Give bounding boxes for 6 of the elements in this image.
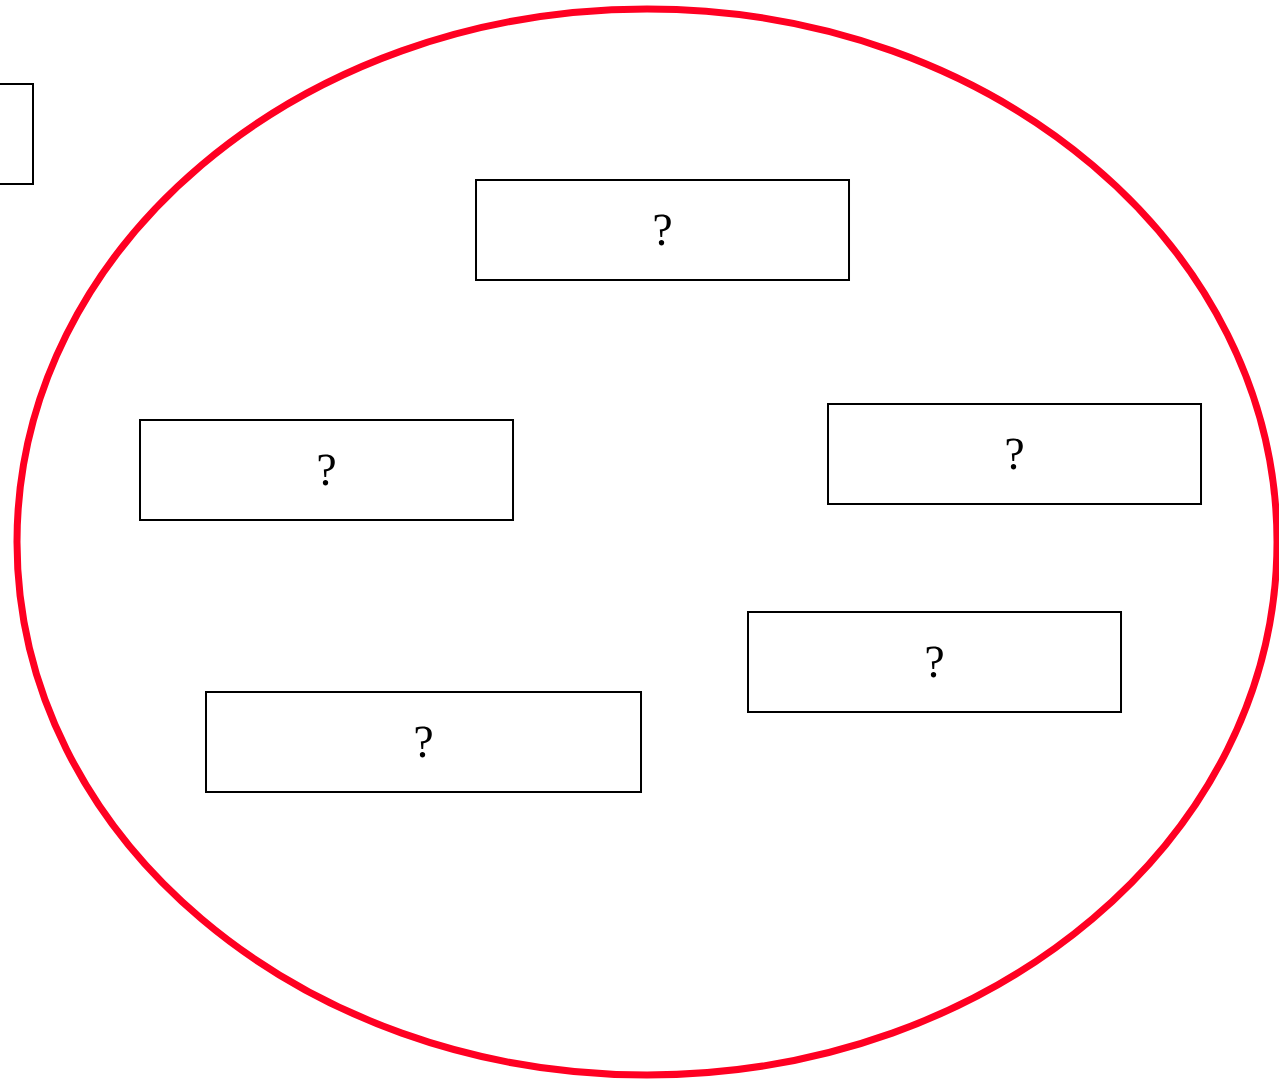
question-box: ?: [205, 691, 642, 793]
empty-box: [0, 83, 34, 185]
question-box: ?: [827, 403, 1202, 505]
question-box: ?: [475, 179, 850, 281]
question-box: ?: [747, 611, 1122, 713]
question-box: ?: [139, 419, 514, 521]
